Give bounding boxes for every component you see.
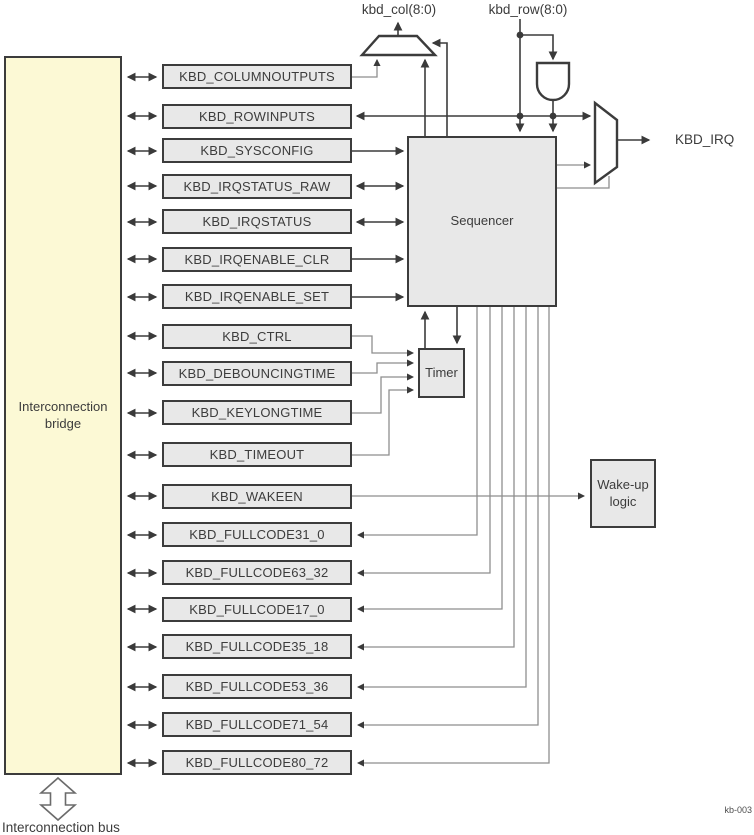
bridge-register-bus-arrows bbox=[126, 72, 158, 768]
kbd-irq-mux bbox=[593, 100, 619, 186]
register-kbd-columnoutputs: KBD_COLUMNOUTPUTS bbox=[162, 64, 352, 89]
register-kbd-irqstatus-raw: KBD_IRQSTATUS_RAW bbox=[162, 174, 352, 199]
interconnection-bridge-block: Interconnection bridge bbox=[4, 56, 122, 775]
row-and-gate bbox=[535, 61, 571, 102]
register-kbd-keylongtime: KBD_KEYLONGTIME bbox=[162, 400, 352, 425]
sequencer-block: Sequencer bbox=[407, 136, 557, 307]
kbd-row-signal-label: kbd_row(8:0) bbox=[488, 2, 568, 17]
timer-block: Timer bbox=[418, 348, 465, 398]
register-kbd-fullcode31-0: KBD_FULLCODE31_0 bbox=[162, 522, 352, 547]
interconnection-bridge-label: Interconnection bridge bbox=[18, 398, 108, 431]
register-kbd-fullcode17-0: KBD_FULLCODE17_0 bbox=[162, 597, 352, 622]
figure-id-watermark: kb-003 bbox=[724, 805, 752, 815]
register-kbd-fullcode35-18: KBD_FULLCODE35_18 bbox=[162, 634, 352, 659]
register-kbd-fullcode80-72: KBD_FULLCODE80_72 bbox=[162, 750, 352, 775]
register-kbd-rowinputs: KBD_ROWINPUTS bbox=[162, 104, 352, 129]
register-kbd-fullcode53-36: KBD_FULLCODE53_36 bbox=[162, 674, 352, 699]
interconnection-bus-label: Interconnection bus bbox=[2, 820, 120, 835]
kbd-col-signal-label: kbd_col(8:0) bbox=[361, 2, 437, 17]
wakeup-logic-label: Wake-up logic bbox=[597, 477, 649, 509]
kbd-irq-signal-label: KBD_IRQ bbox=[675, 132, 735, 147]
register-kbd-irqenable-set: KBD_IRQENABLE_SET bbox=[162, 284, 352, 309]
sequencer-label: Sequencer bbox=[450, 213, 514, 229]
register-kbd-timeout: KBD_TIMEOUT bbox=[162, 442, 352, 467]
register-kbd-irqstatus: KBD_IRQSTATUS bbox=[162, 209, 352, 234]
kbd-col-mux bbox=[359, 34, 438, 57]
register-kbd-sysconfig: KBD_SYSCONFIG bbox=[162, 138, 352, 163]
register-kbd-irqenable-clr: KBD_IRQENABLE_CLR bbox=[162, 247, 352, 272]
register-kbd-fullcode63-32: KBD_FULLCODE63_32 bbox=[162, 560, 352, 585]
timer-label: Timer bbox=[425, 364, 458, 380]
register-kbd-debouncingtime: KBD_DEBOUNCINGTIME bbox=[162, 361, 352, 386]
junction-dots bbox=[516, 31, 557, 120]
bus-double-arrow bbox=[38, 776, 78, 822]
gray-wires bbox=[352, 58, 610, 767]
register-kbd-fullcode71-54: KBD_FULLCODE71_54 bbox=[162, 712, 352, 737]
register-kbd-wakeen: KBD_WAKEEN bbox=[162, 484, 352, 509]
wakeup-logic-block: Wake-up logic bbox=[590, 459, 656, 528]
register-kbd-ctrl: KBD_CTRL bbox=[162, 324, 352, 349]
